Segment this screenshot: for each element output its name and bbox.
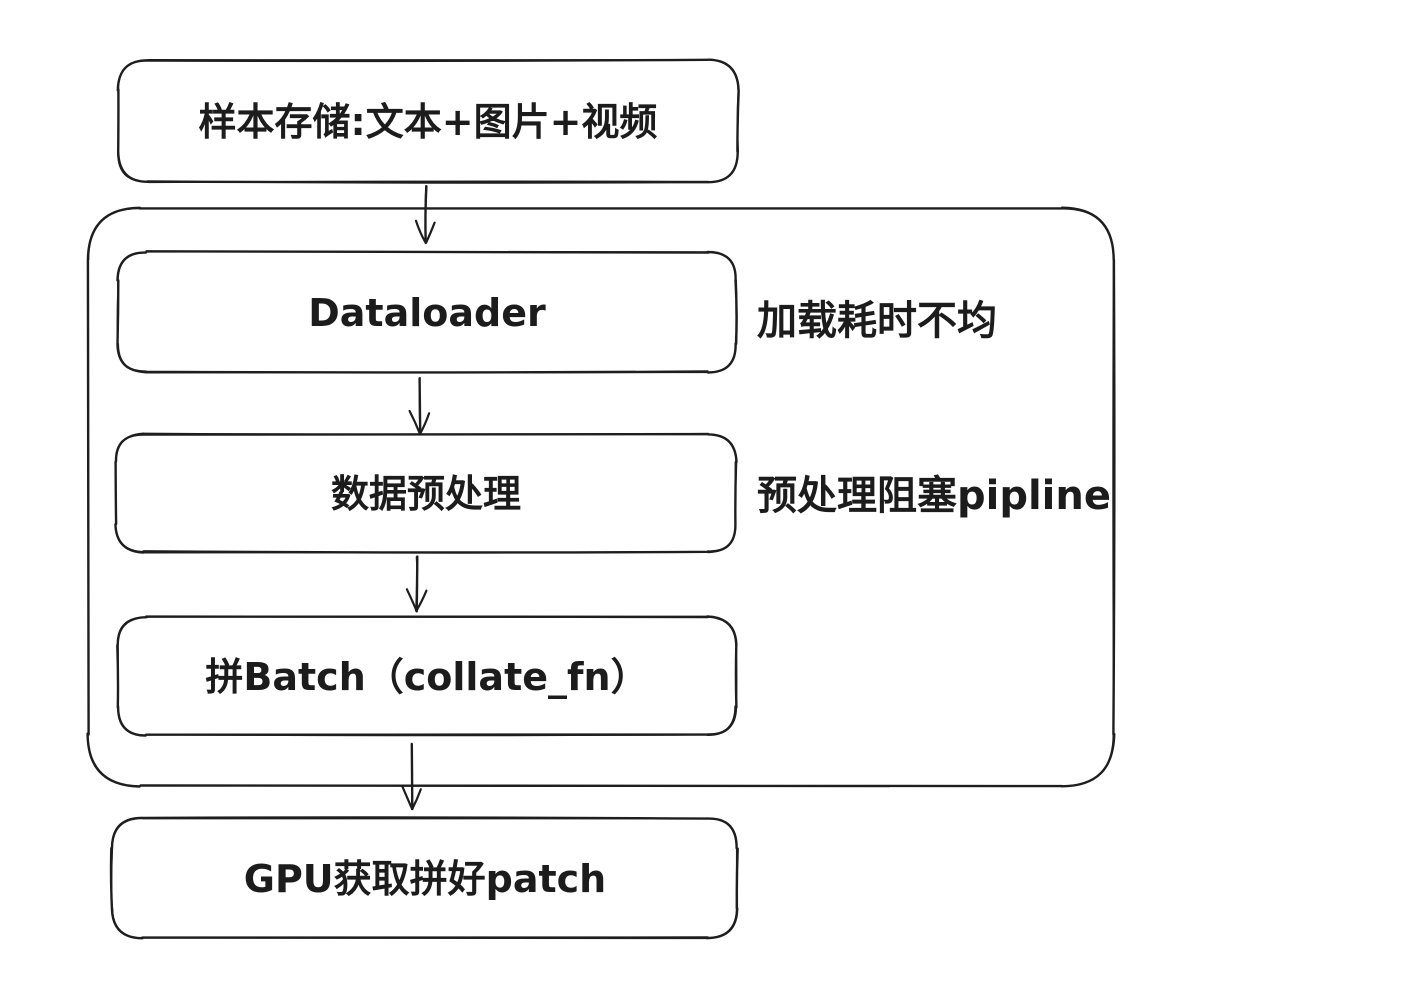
node-preprocess-box bbox=[114, 432, 737, 554]
node-storage-box bbox=[117, 58, 740, 184]
node-collate-box bbox=[117, 615, 738, 737]
annotation-dataloader-note: 加载耗时不均 bbox=[757, 298, 997, 344]
arrow-preprocess-collate-head bbox=[405, 588, 418, 613]
arrow-collate-gpu-head bbox=[401, 785, 414, 810]
arrow-dataloader-preprocess-head bbox=[419, 412, 431, 435]
arrow-collate-gpu-head bbox=[411, 788, 422, 810]
node-storage-label: 样本存储:文本+图片+视频 bbox=[199, 100, 658, 144]
arrow-preprocess-collate bbox=[415, 556, 419, 612]
arrow-storage-dataloader-head bbox=[425, 221, 436, 244]
arrow-dataloader-preprocess-head bbox=[408, 409, 421, 435]
arrow-storage-dataloader bbox=[424, 185, 427, 245]
sketch-shapes bbox=[86, 58, 1116, 940]
node-gpu-box bbox=[110, 816, 738, 940]
node-dataloader-label: Dataloader bbox=[308, 291, 546, 335]
arrow-storage-dataloader-head bbox=[414, 219, 427, 244]
annotation-preprocess-note: 预处理阻塞pipline bbox=[757, 473, 1111, 519]
arrow-collate-gpu bbox=[411, 743, 414, 810]
node-gpu-label: GPU获取拼好patch bbox=[244, 857, 607, 901]
arrow-preprocess-collate-head bbox=[415, 589, 428, 612]
arrow-dataloader-preprocess bbox=[418, 376, 421, 434]
node-preprocess-label: 数据预处理 bbox=[331, 472, 521, 516]
node-collate-label: 拼Batch（collate_fn） bbox=[205, 655, 648, 699]
node-dataloader-box bbox=[116, 250, 738, 374]
